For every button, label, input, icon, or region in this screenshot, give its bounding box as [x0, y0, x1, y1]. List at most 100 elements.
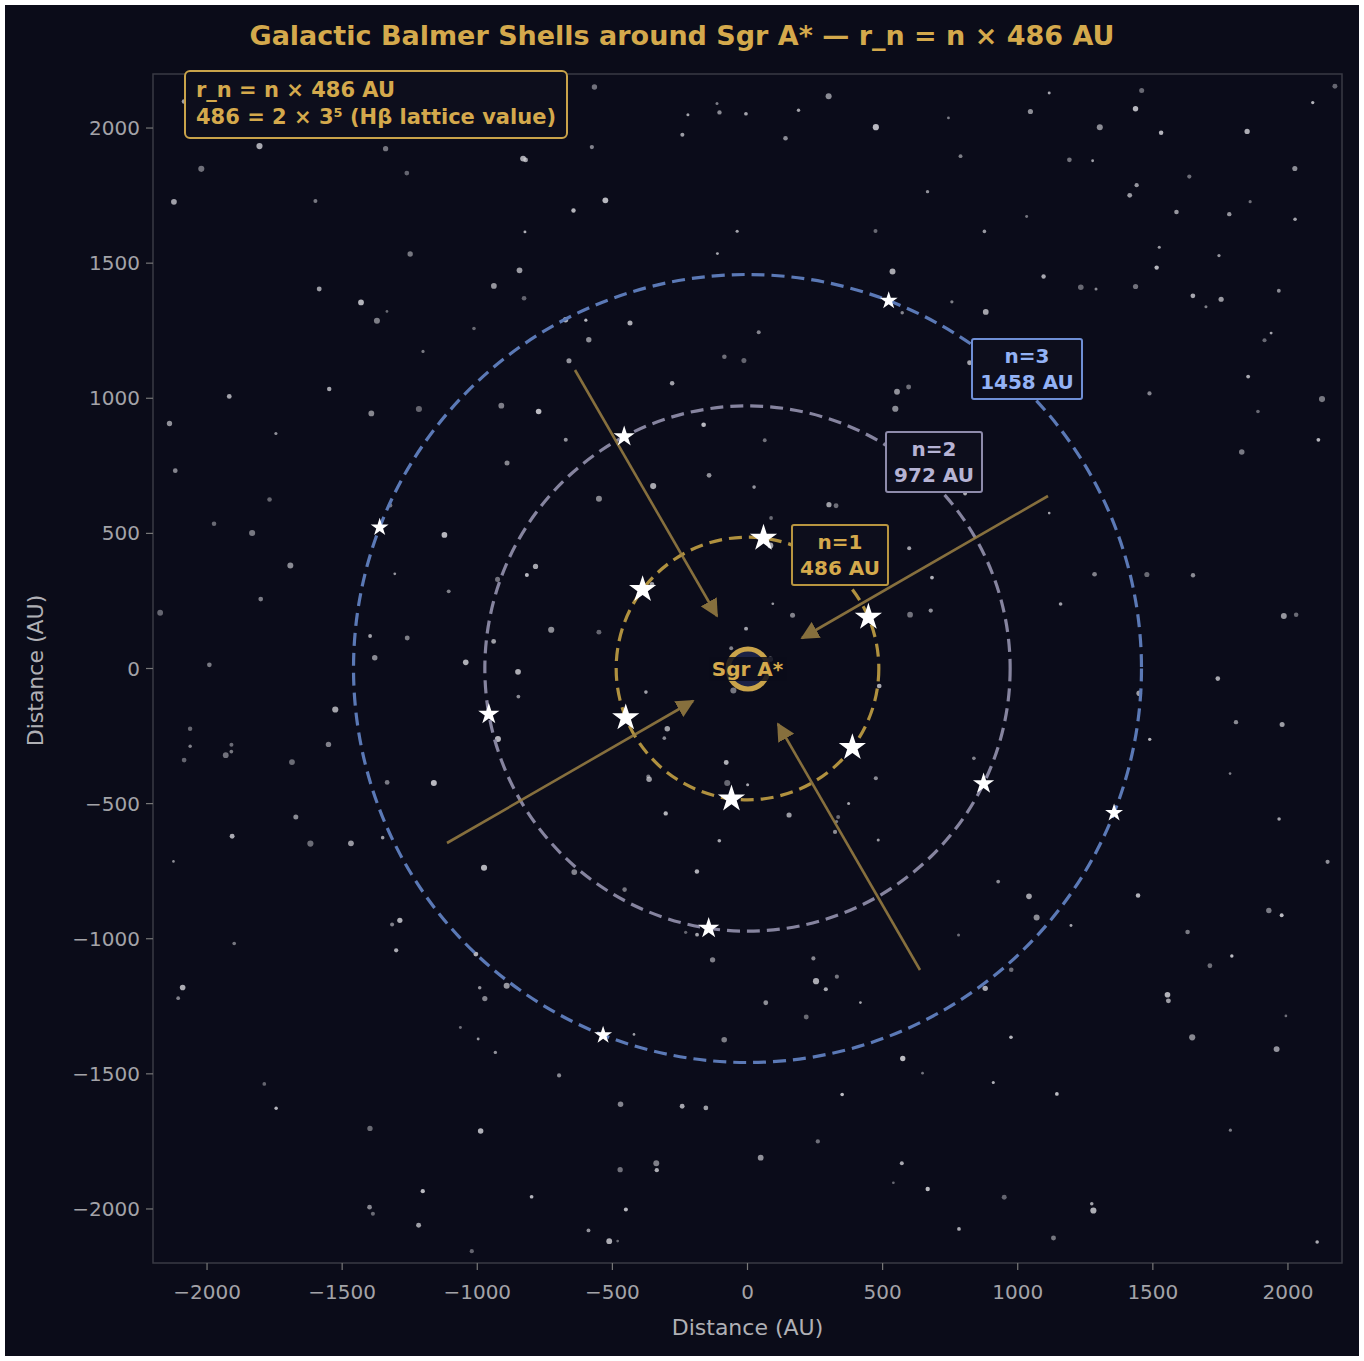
background-star: [421, 350, 424, 353]
background-star: [477, 1037, 480, 1040]
background-star: [416, 406, 422, 412]
tick-label: 1500: [1127, 1280, 1178, 1304]
background-star: [1090, 1207, 1096, 1213]
background-star: [407, 251, 412, 256]
background-star: [1311, 101, 1314, 104]
background-star: [617, 1167, 622, 1172]
infall-arrows: [447, 370, 1048, 970]
node-label: n=3: [980, 343, 1074, 369]
background-star: [1277, 817, 1280, 820]
background-star: [1025, 215, 1028, 218]
background-star: [1332, 84, 1337, 89]
background-star: [326, 742, 331, 747]
background-star: [404, 171, 409, 176]
background-star: [584, 319, 587, 322]
shell-star: [973, 772, 994, 792]
background-star: [633, 1033, 636, 1036]
tick-label: 2000: [89, 116, 140, 140]
background-star: [442, 532, 448, 538]
background-star: [1187, 174, 1191, 178]
shell-star: [629, 575, 656, 601]
background-star: [1189, 1034, 1195, 1040]
background-star: [1316, 438, 1320, 442]
plot-frame: [153, 74, 1342, 1263]
black-hole-marker: Sgr A*: [725, 646, 771, 692]
background-star: [627, 320, 632, 325]
background-star: [650, 483, 656, 489]
background-star: [386, 310, 389, 313]
background-star: [730, 687, 736, 693]
background-star: [287, 562, 293, 568]
axis-title: Distance (AU): [672, 1315, 824, 1340]
background-star: [892, 1181, 895, 1184]
background-star: [525, 573, 529, 577]
background-star: [530, 1195, 534, 1199]
tick-label: −2000: [72, 1197, 140, 1221]
background-star: [517, 267, 523, 273]
background-star: [947, 116, 950, 119]
background-star: [813, 978, 819, 984]
background-star: [701, 422, 706, 427]
background-star: [1215, 676, 1220, 681]
background-star: [618, 1101, 624, 1107]
background-star: [587, 1228, 591, 1232]
background-star: [188, 744, 191, 747]
background-star: [1148, 738, 1151, 741]
background-star: [804, 1015, 809, 1020]
background-star: [983, 986, 988, 991]
background-star: [1244, 129, 1249, 134]
background-star: [907, 546, 911, 550]
background-star: [491, 283, 497, 289]
background-star: [1091, 159, 1094, 162]
background-star: [624, 1207, 628, 1211]
background-star: [327, 387, 331, 391]
tick-label: −1000: [443, 1280, 511, 1304]
background-star: [1191, 573, 1195, 577]
background-star: [374, 318, 380, 324]
background-star: [1319, 396, 1325, 402]
background-star: [1070, 924, 1073, 927]
background-star: [307, 841, 313, 847]
background-star: [1292, 166, 1297, 171]
background-star: [274, 1107, 277, 1110]
background-star: [703, 1106, 708, 1111]
background-star: [522, 296, 527, 301]
background-star: [1048, 92, 1051, 95]
background-star: [207, 662, 212, 667]
tick-mark: [146, 127, 153, 128]
background-star: [1266, 908, 1271, 913]
background-star: [957, 1227, 961, 1231]
background-star: [1026, 894, 1032, 900]
shell-star: [614, 425, 635, 445]
background-star: [372, 655, 377, 660]
tick-label: −500: [85, 792, 140, 816]
tick-mark: [146, 1073, 153, 1074]
tick-label: 0: [741, 1280, 754, 1304]
tick-mark: [146, 398, 153, 399]
background-star: [1246, 375, 1250, 379]
background-star: [516, 695, 520, 699]
background-star: [769, 516, 773, 520]
background-star: [710, 957, 715, 962]
background-star: [655, 1168, 659, 1172]
background-star: [1041, 274, 1045, 278]
background-star: [877, 684, 882, 689]
tick-label: 1000: [89, 386, 140, 410]
background-star: [1315, 1240, 1319, 1244]
background-star: [498, 403, 504, 409]
background-star: [1234, 720, 1238, 724]
background-star: [368, 411, 374, 417]
background-star: [1139, 88, 1144, 93]
node-label: 486 = 2 × 3⁵ (Hβ lattice value): [196, 104, 556, 131]
shell-stars: [371, 291, 1123, 1042]
background-star: [983, 230, 987, 234]
background-star: [715, 102, 718, 105]
background-star: [680, 1104, 685, 1109]
background-star: [358, 300, 364, 306]
background-star: [1229, 1129, 1232, 1132]
background-star: [752, 485, 756, 489]
background-star: [972, 757, 976, 761]
background-star: [523, 230, 526, 233]
background-star: [797, 109, 800, 112]
